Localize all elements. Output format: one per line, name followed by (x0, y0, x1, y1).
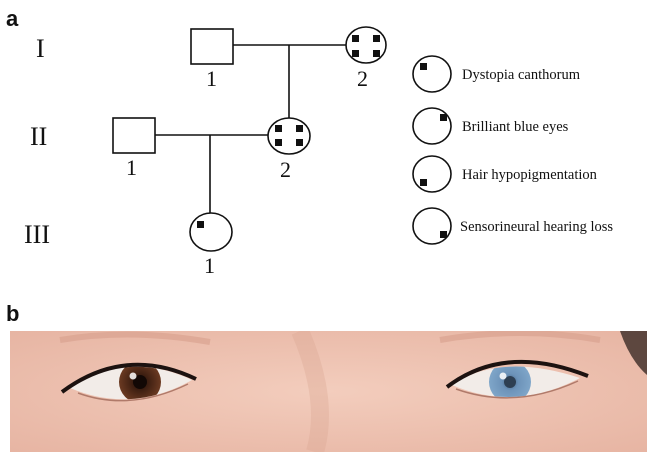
individual-number: 2 (280, 157, 291, 182)
male-symbol (191, 29, 233, 64)
legend-label: Dystopia canthorum (462, 67, 581, 83)
female-symbol (346, 27, 386, 63)
generation-label-2: II (30, 122, 47, 151)
legend: Dystopia canthorum Brilliant blue eyes H… (413, 56, 613, 244)
individual-number: 1 (206, 66, 217, 91)
legend-symbol (413, 156, 451, 192)
hearing-loss-mark (373, 50, 380, 57)
male-symbol (113, 118, 155, 153)
individual-I-1: 1 (191, 29, 233, 91)
legend-item-sensorineural-hearing-loss: Sensorineural hearing loss (413, 208, 613, 244)
legend-symbol (413, 56, 451, 92)
legend-label: Sensorineural hearing loss (460, 219, 613, 235)
generation-label-3: III (24, 220, 50, 249)
left-eye-highlight (130, 373, 137, 380)
blue-eyes-mark (296, 125, 303, 132)
individual-III-1: 1 (190, 213, 232, 278)
legend-label: Hair hypopigmentation (462, 167, 598, 183)
individual-number: 2 (357, 66, 368, 91)
panel-a-label: a (6, 6, 19, 31)
legend-mark-bottom-right (440, 231, 447, 238)
blue-eyes-mark (373, 35, 380, 42)
hearing-loss-mark (296, 139, 303, 146)
legend-item-hair-hypopigmentation: Hair hypopigmentation (413, 156, 598, 192)
individual-II-2: 2 (268, 118, 310, 182)
legend-symbol (413, 108, 451, 144)
female-symbol (268, 118, 310, 154)
legend-label: Brilliant blue eyes (462, 119, 569, 135)
generation-label-1: I (36, 34, 45, 63)
female-symbol (190, 213, 232, 251)
legend-symbol (413, 208, 451, 244)
legend-item-dystopia-canthorum: Dystopia canthorum (413, 56, 581, 92)
eyes-photo (10, 331, 647, 452)
dystopia-canthorum-mark (352, 35, 359, 42)
hair-hypopigmentation-mark (352, 50, 359, 57)
panel-b-label: b (6, 301, 19, 326)
legend-item-brilliant-blue-eyes: Brilliant blue eyes (413, 108, 569, 144)
legend-mark-top-left (420, 63, 427, 70)
right-eye-highlight (500, 373, 507, 380)
dystopia-canthorum-mark (197, 221, 204, 228)
dystopia-canthorum-mark (275, 125, 282, 132)
legend-mark-bottom-left (420, 179, 427, 186)
hair-hypopigmentation-mark (275, 139, 282, 146)
legend-mark-top-right (440, 114, 447, 121)
individual-I-2: 2 (346, 27, 386, 91)
individual-II-1: 1 (113, 118, 155, 180)
individual-number: 1 (126, 155, 137, 180)
individual-number: 1 (204, 253, 215, 278)
